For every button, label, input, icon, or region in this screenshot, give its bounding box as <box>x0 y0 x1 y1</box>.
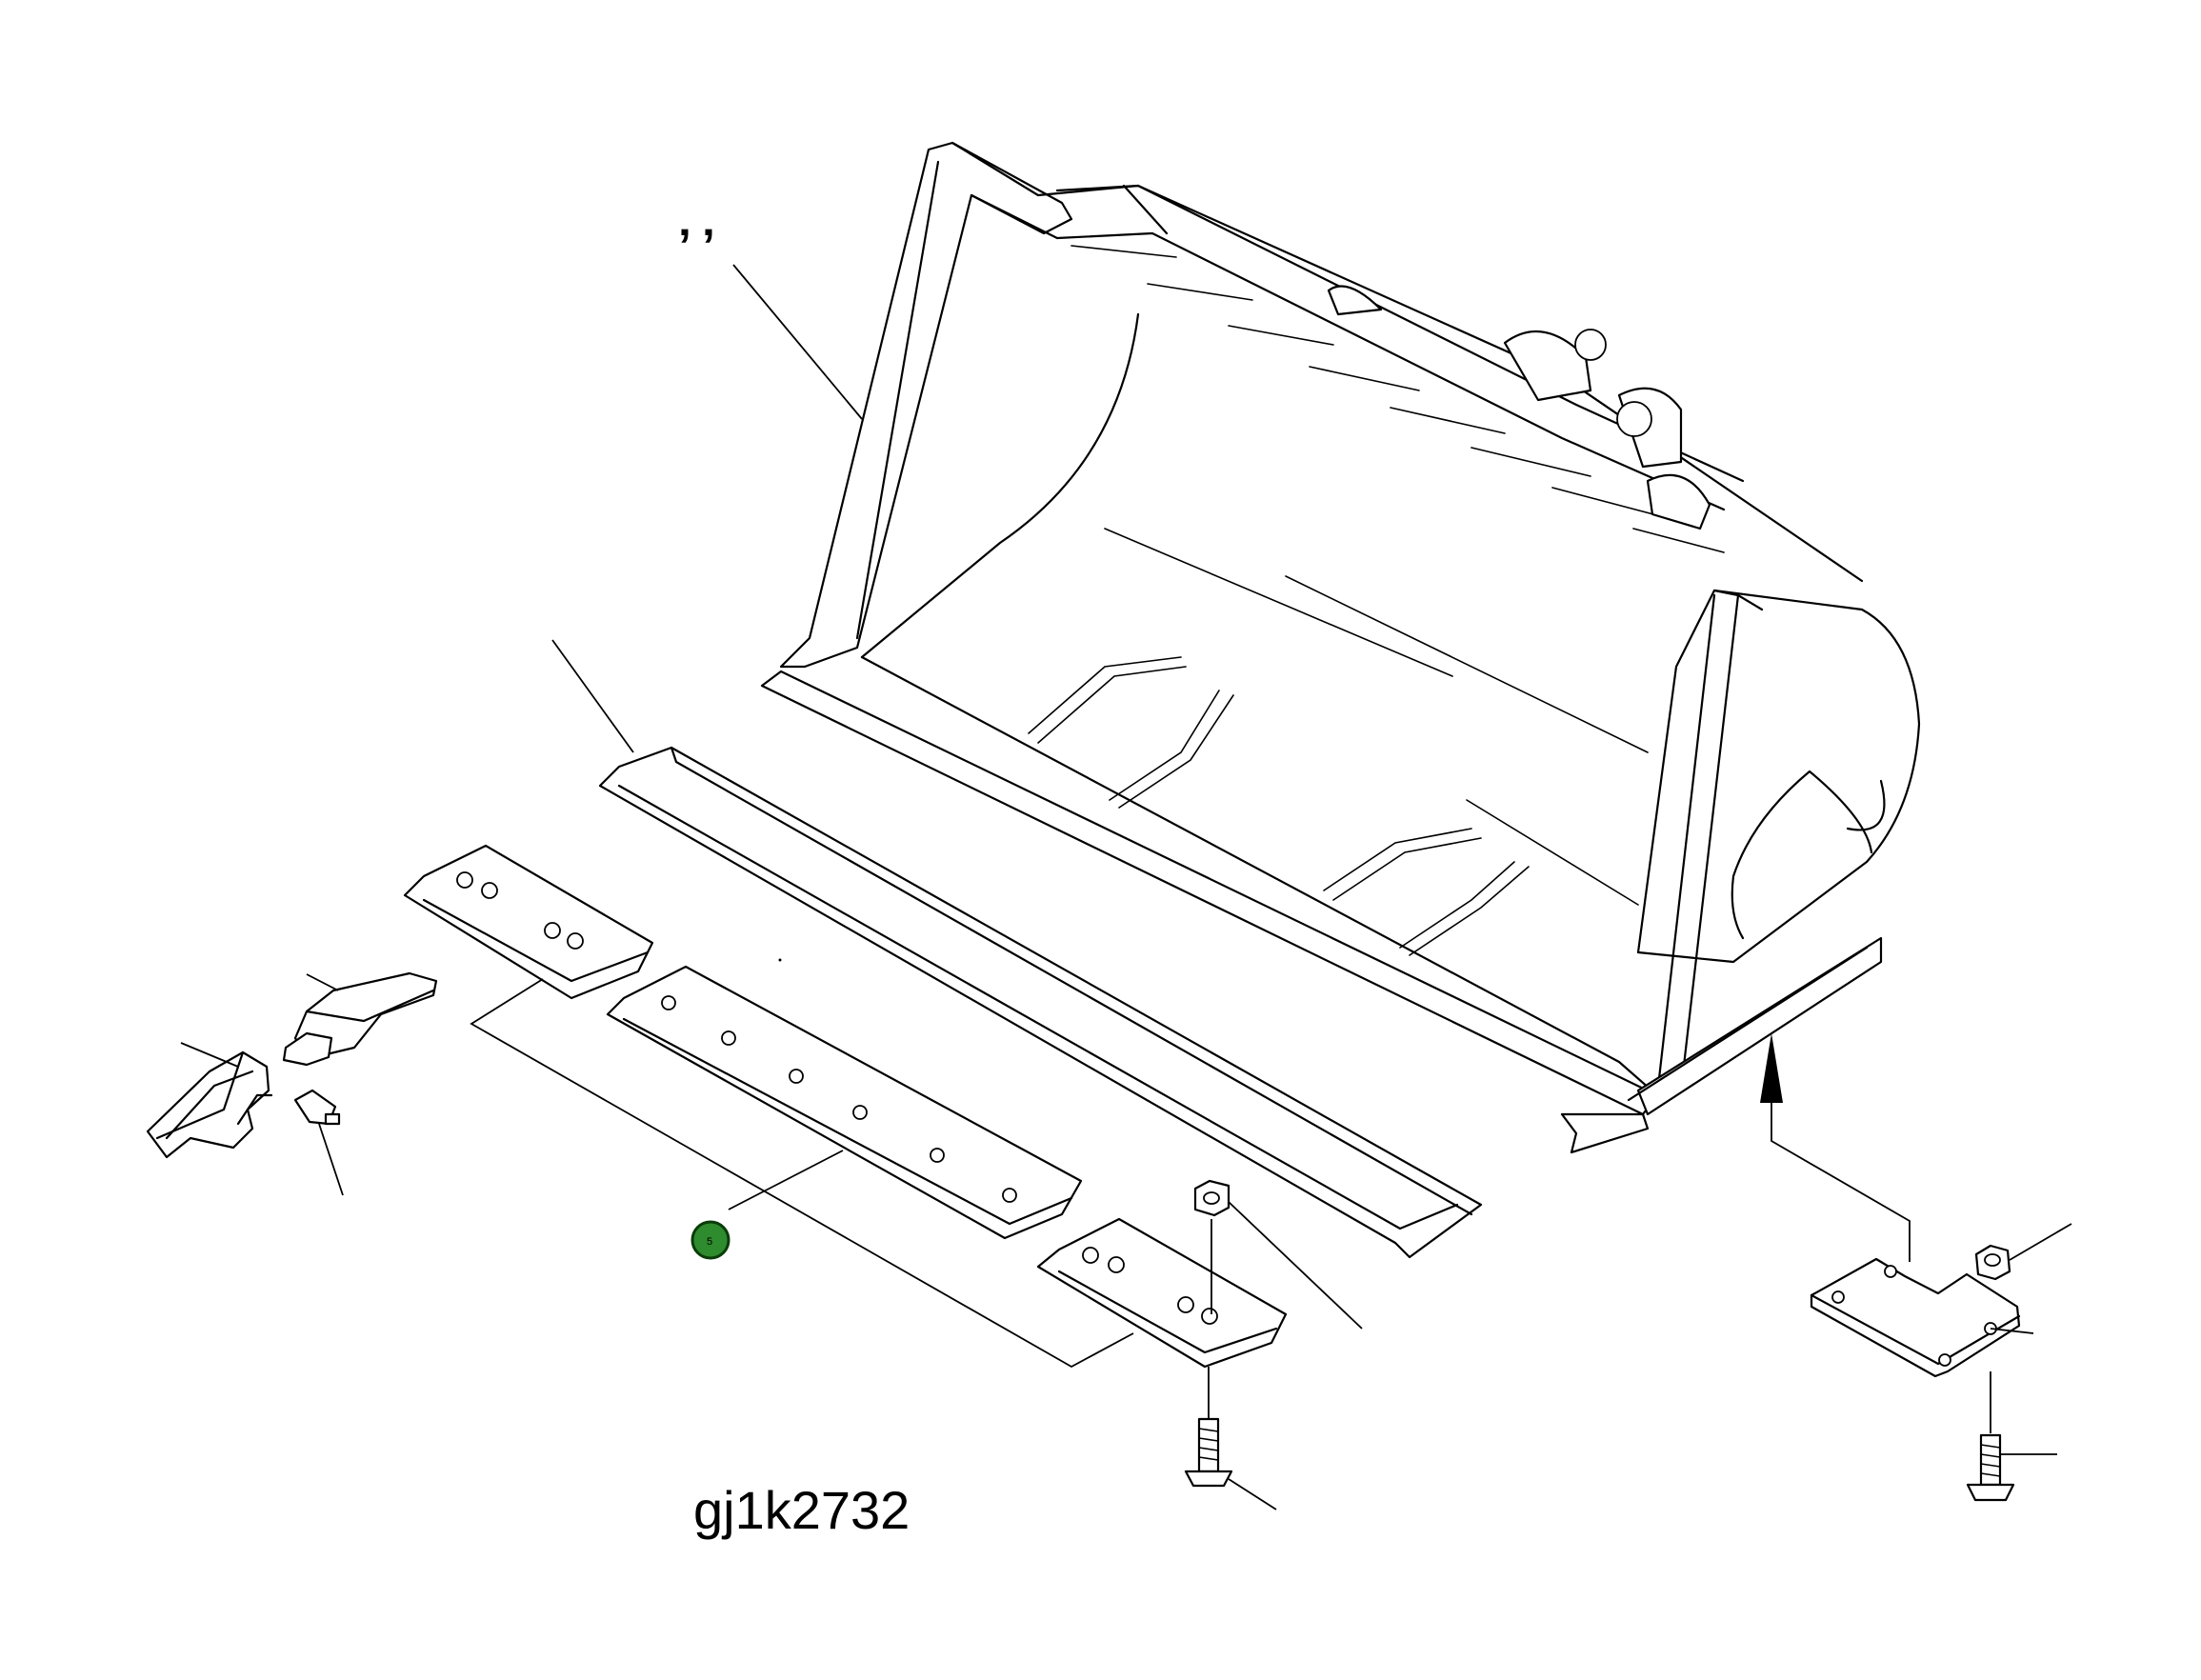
arrow-indicator-icon <box>1760 1033 1783 1103</box>
callout-5-button[interactable]: 5 <box>690 1220 730 1260</box>
wear-plate-icon[interactable] <box>403 844 654 1000</box>
bucket-tooth-icon[interactable] <box>282 971 438 1067</box>
plow-bolt-icon[interactable] <box>1184 1417 1233 1488</box>
plow-bolt-icon[interactable] <box>1966 1433 2015 1502</box>
callout-number: 5 <box>707 1236 712 1248</box>
hex-nut-icon[interactable] <box>1193 1179 1231 1217</box>
cutting-edge-blade-icon[interactable] <box>598 746 1483 1259</box>
retainer-pin-icon[interactable] <box>293 1089 341 1126</box>
wear-plate-icon[interactable] <box>1810 1257 2021 1378</box>
hex-nut-icon[interactable] <box>1974 1244 2011 1281</box>
wear-plate-icon[interactable] <box>1036 1217 1288 1369</box>
callout-circle[interactable] <box>690 1220 730 1260</box>
center-blade-segment-icon[interactable] <box>606 965 1083 1240</box>
tooth-adapter-icon[interactable] <box>146 1050 273 1159</box>
top-marks-label: ’ ’ <box>678 219 715 272</box>
drawing-code: gj1k2732 <box>693 1480 910 1540</box>
stray-mark <box>778 958 782 962</box>
loader-bucket-icon <box>760 141 1921 1154</box>
